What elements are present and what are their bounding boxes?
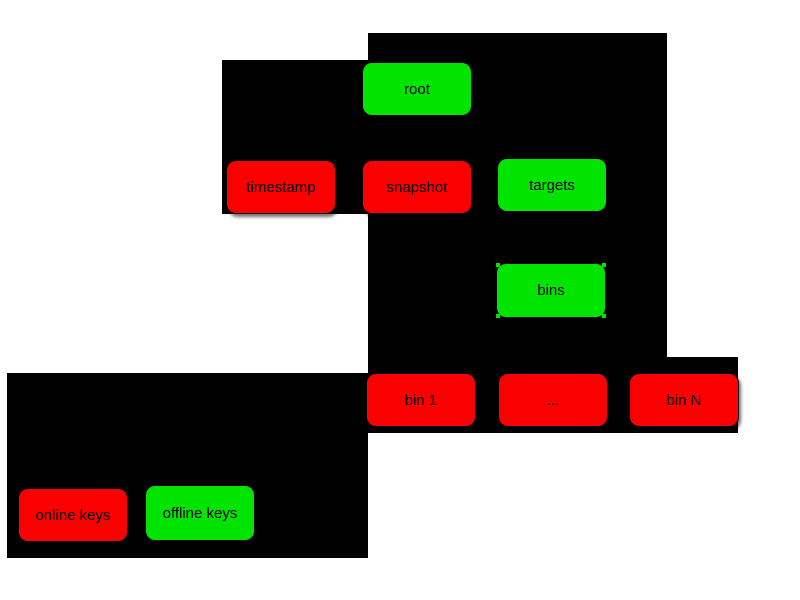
node-targets: targets [497,158,607,212]
node-timestamp: timestamp [226,160,336,214]
corner-mark [496,314,500,318]
node-bin-1: bin 1 [366,373,476,427]
node-targets-label: targets [529,176,575,194]
legend-online-keys: online keys [18,488,128,542]
legend-offline-keys-label: offline keys [162,504,238,522]
node-bin-n-label: bin N [666,391,702,409]
node-bin-n: bin N [629,373,739,427]
node-snapshot-label: snapshot [386,178,448,196]
node-bin-ellipsis-label: ... [546,391,560,409]
node-root-label: root [404,80,430,98]
node-snapshot: snapshot [362,160,472,214]
legend-online-keys-label: online keys [35,506,111,524]
node-bins-label: bins [537,282,565,299]
corner-mark [496,263,500,267]
node-bin-1-label: bin 1 [404,391,438,409]
node-root: root [362,62,472,116]
corner-mark [602,263,606,267]
node-timestamp-label: timestamp [246,178,316,196]
corner-mark [602,314,606,318]
node-bins: bins [496,263,606,318]
legend-offline-keys: offline keys [145,485,255,541]
node-bin-ellipsis: ... [498,373,608,427]
